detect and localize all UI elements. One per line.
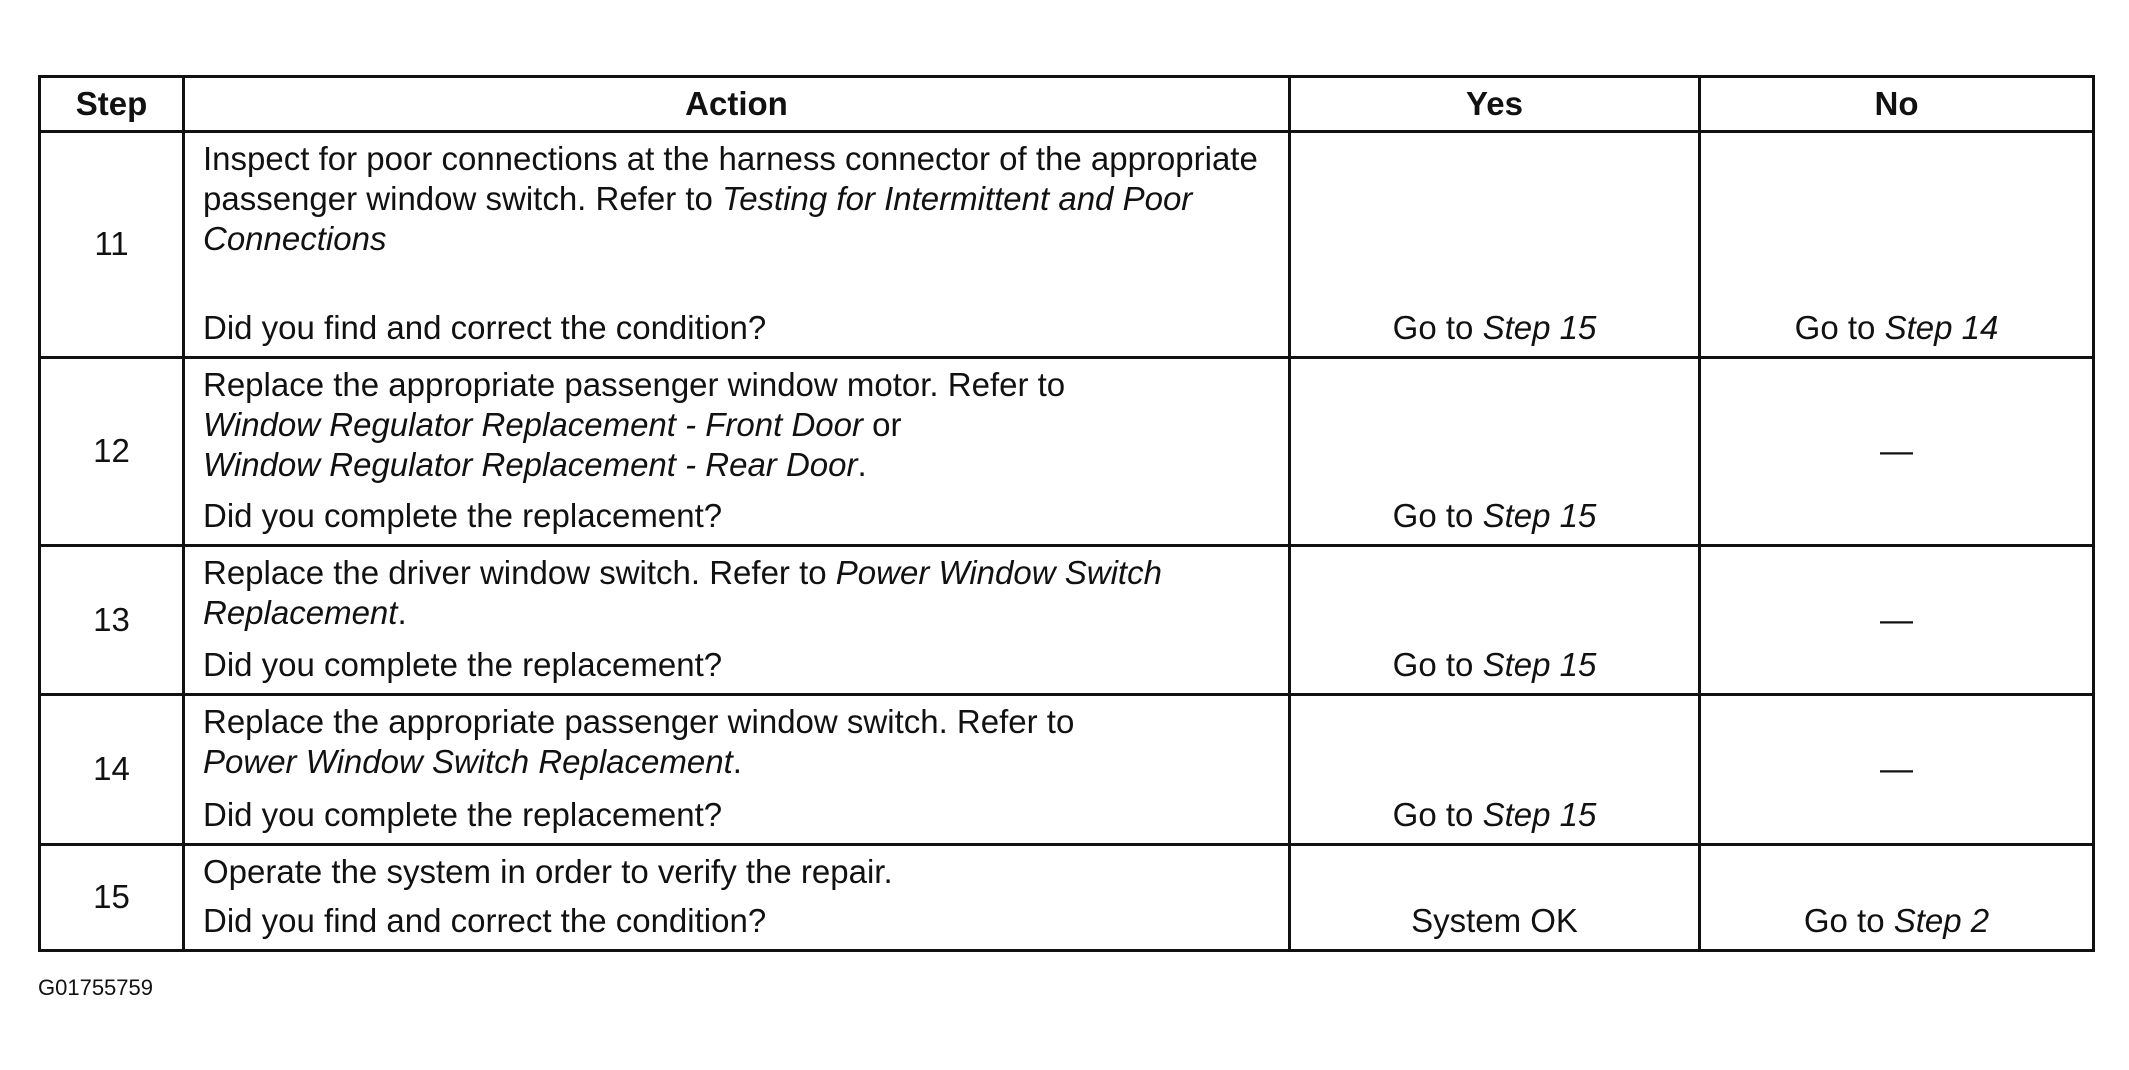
header-row: Step Action Yes No [38,75,2095,133]
yes-cell: Go to Step 15 [1288,543,1701,697]
action-question: Did you complete the replacement? [203,795,723,833]
action-question: Did you find and correct the condition? [203,308,767,346]
yes-result: System OK [1411,902,1578,939]
no-cell: — [1698,543,2095,697]
action-question: Did you find and correct the condition? [203,902,767,939]
action-question: Did you complete the replacement? [203,496,723,534]
yes-cell: Go to Step 15 [1288,355,1701,547]
yes-step-link[interactable]: Step 15 [1482,496,1597,534]
yes-cell: Go to Step 15 [1288,130,1701,359]
step-number: 11 [38,130,185,359]
reference-link[interactable]: Power Window Switch Replacement [203,743,733,781]
action-text: Replace the appropriate passenger window… [203,703,1075,781]
header-yes: Yes [1288,75,1701,133]
table-row: 14 Replace the appropriate passenger win… [38,693,2095,846]
header-no: No [1698,75,2095,133]
action-cell: Replace the appropriate passenger window… [182,693,1291,846]
yes-cell: Go to Step 15 [1288,693,1701,846]
no-step-link[interactable]: Step 2 [1893,902,1990,939]
step-number: 15 [38,842,185,953]
step-number: 13 [38,543,185,697]
table-row: 12 Replace the appropriate passenger win… [38,355,2095,547]
action-cell: Inspect for poor connections at the harn… [182,130,1291,359]
action-text: Inspect for poor connections at the harn… [203,140,1258,257]
table-row: 15 Operate the system in order to verify… [38,842,2095,953]
no-cell: — [1698,355,2095,547]
yes-cell: System OK [1288,842,1701,953]
no-cell: Go to Step 2 [1698,842,2095,953]
reference-link[interactable]: Window Regulator Replacement - Front Doo… [203,405,863,443]
reference-link[interactable]: Testing for Intermittent and Poor Connec… [203,180,1193,257]
table-row: 13 Replace the driver window switch. Ref… [38,543,2095,697]
action-cell: Replace the appropriate passenger window… [182,355,1291,547]
action-text: Operate the system in order to verify th… [203,852,893,890]
action-text: Replace the appropriate passenger window… [203,365,1066,483]
reference-link[interactable]: Window Regulator Replacement - Rear Door [203,445,858,483]
step-number: 12 [38,355,185,547]
action-question: Did you complete the replacement? [203,646,723,684]
yes-step-link[interactable]: Step 15 [1482,646,1597,684]
header-action: Action [182,75,1291,133]
action-cell: Replace the driver window switch. Refer … [182,543,1291,697]
yes-step-link[interactable]: Step 15 [1482,308,1597,346]
figure-id: G01755759 [38,975,153,1000]
reference-link[interactable]: Power Window Switch Replacement [203,553,1162,631]
table-row: 11 Inspect for poor connections at the h… [38,130,2095,359]
header-step: Step [38,75,185,133]
no-cell: Go to Step 14 [1698,130,2095,359]
no-cell: — [1698,693,2095,846]
no-step-link[interactable]: Step 14 [1884,308,1999,346]
diagnostic-table: Step Action Yes No 11 Inspect for poor c… [38,75,2095,953]
step-number: 14 [38,693,185,846]
action-text: Replace the driver window switch. Refer … [203,553,1162,631]
yes-step-link[interactable]: Step 15 [1482,795,1597,833]
action-cell: Operate the system in order to verify th… [182,842,1291,953]
